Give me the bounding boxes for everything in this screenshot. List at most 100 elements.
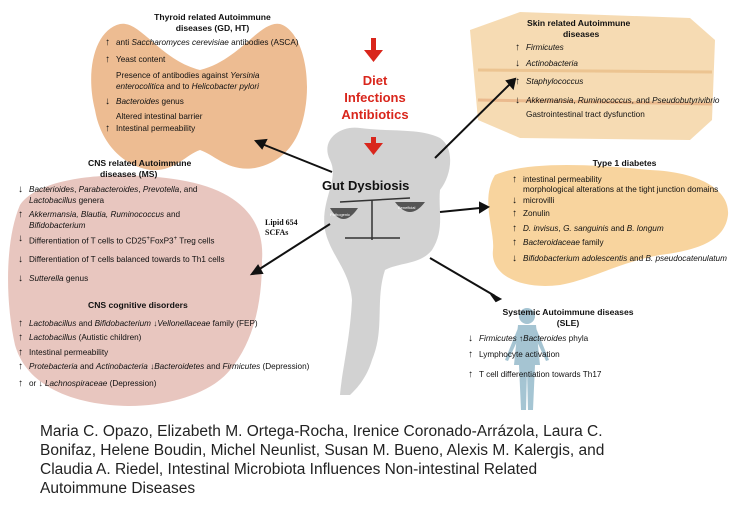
thyroid-item: ↑ Yeast content: [105, 53, 320, 66]
item-text: Helicobacter pylori: [191, 81, 259, 91]
item-text: ,: [74, 185, 79, 194]
up-arrow-icon: ↑: [105, 53, 110, 65]
item-text: and: [77, 362, 96, 371]
down-arrow-icon: ↓: [153, 318, 158, 328]
citation-line: Maria C. Opazo, Elizabeth M. Ortega-Roch…: [40, 423, 603, 440]
thyroid-item: Altered intestinal barrier: [105, 112, 320, 123]
item-text: (Autistic children): [76, 333, 142, 342]
sle-title-line1: Systemic Autoimmune diseases: [502, 307, 634, 317]
diet-label: Diet: [362, 73, 388, 88]
lipid-label: Lipid 654: [265, 218, 298, 227]
item-text: Lactobacillus: [29, 318, 77, 328]
item-text: and: [164, 210, 181, 219]
item-text: Treg cells: [177, 236, 215, 246]
cns-item: ↓Bacterioides, Parabacteroides, Prevotel…: [18, 185, 268, 206]
item-text: and: [608, 223, 627, 233]
item-text: , and: [631, 95, 653, 105]
pathogenic-label: Pathogenic: [330, 212, 351, 217]
skin-title-line1: Skin related Autoimmune: [527, 18, 631, 28]
balance-scale-illustration: [330, 197, 425, 240]
up-arrow-icon: ↑: [512, 222, 517, 234]
item-text: G. sanguinis: [563, 223, 609, 233]
item-text: Intestinal permeability: [116, 124, 196, 133]
up-arrow-icon: ↑: [18, 346, 23, 358]
item-text: Pseudobutyrivibrio: [652, 95, 720, 105]
cns-item: ↓Differentiation of T cells balanced tow…: [18, 255, 268, 266]
skin-item: ↑ Firmicutes: [515, 43, 725, 54]
item-text: Yeast content: [116, 54, 166, 64]
up-arrow-icon: ↑: [512, 208, 517, 219]
skin-title: Skin related Autoimmune diseases: [515, 18, 725, 39]
item-text: Altered intestinal barrier: [116, 111, 203, 121]
down-arrow-icon: ↓: [150, 362, 155, 371]
item-text: ,: [573, 95, 578, 105]
cognitive-box: CNS cognitive disorders ↑Lactobacillus a…: [18, 300, 338, 389]
cns-title: CNS related Autoimmune diseases (MS): [18, 158, 268, 179]
item-text: Sutterella: [29, 273, 64, 283]
scfas-label: SCFAs: [265, 228, 289, 237]
item-text: morphological alterations at the tight j…: [523, 185, 719, 194]
up-arrow-icon: ↑: [105, 37, 110, 48]
down-arrow-icon: ↓: [18, 254, 23, 266]
citation-line: Autoimmune Diseases: [40, 480, 196, 497]
t1d-item: ↑Zonulin: [512, 209, 737, 220]
skin-title-line2: diseases: [563, 28, 600, 39]
skin-item: ↑ Staphylococcus: [515, 77, 725, 88]
up-arrow-icon: ↑: [515, 42, 520, 53]
thyroid-title-line2: diseases (GD, HT): [175, 22, 250, 33]
item-text: Firmicutes: [526, 43, 564, 52]
item-text: +: [146, 236, 150, 242]
item-text: Bacteroidetes: [154, 362, 205, 371]
item-text: Bacterioides: [29, 185, 75, 194]
lipid-scfas-label: Lipid 654 SCFAs: [265, 218, 298, 238]
up-arrow-icon: ↑: [105, 123, 110, 134]
down-arrow-icon: ↓: [512, 194, 517, 206]
item-text: (Depression): [107, 378, 157, 388]
up-arrow-icon: ↑: [18, 377, 23, 389]
skin-box: Skin related Autoimmune diseases ↑ Firmic…: [515, 18, 725, 121]
up-arrow-icon: ↑: [18, 361, 23, 372]
sle-title: Systemic Autoimmune diseases (SLE): [468, 307, 668, 328]
item-text: family (FEP): [210, 318, 258, 328]
cns-title-line2: diseases (MS): [100, 168, 158, 179]
thyroid-box: Thyroid related Autoimmune diseases (GD,…: [105, 12, 320, 135]
item-text: Bacteroides: [523, 334, 567, 343]
item-text: Differentiation of T cells to CD25: [29, 236, 147, 246]
down-arrow-icon: ↓: [105, 96, 110, 107]
item-text: family: [579, 238, 604, 247]
cognitive-item: ↑Lactobacillus and Bifidobacterium ↓Vell…: [18, 317, 338, 330]
item-text: Bifidobacterium: [29, 220, 86, 230]
beneficial-label: Beneficial: [398, 205, 416, 210]
item-text: Saccharomyces cerevisiae: [131, 38, 229, 47]
item-text: Bacteroidaceae: [523, 238, 580, 247]
up-arrow-icon: ↑: [512, 173, 517, 185]
t1d-title: Type 1 diabetes: [592, 158, 657, 168]
item-text: D. invisus: [523, 223, 559, 233]
item-text: Vellonellaceae: [157, 318, 211, 328]
center-triggers: Diet Infections Antibiotics: [330, 72, 420, 123]
item-text: genus: [159, 97, 184, 106]
item-text: T cell differentiation towards Th17: [479, 370, 602, 379]
item-text: genus: [63, 273, 89, 283]
cns-item: ↓Sutterella genus: [18, 273, 268, 285]
down-arrow-icon: ↓: [515, 57, 520, 69]
item-text: and to: [164, 81, 192, 91]
item-text: enterocolitica: [116, 81, 165, 91]
cns-title-line1: CNS related Autoimmune: [88, 158, 192, 168]
cognitive-item: ↑Intestinal permeability: [18, 346, 338, 359]
up-arrow-icon: ↑: [18, 317, 23, 329]
human-body-illustration: [505, 308, 549, 410]
item-text: Lachnospiraceae: [44, 378, 108, 388]
infections-label: Infections: [344, 90, 406, 105]
t1d-item: ↓microvilli: [512, 194, 737, 207]
down-arrow-icon: ↓: [468, 333, 473, 344]
up-arrow-icon: ↑: [468, 348, 473, 360]
cognitive-item: ↑ or ↓ Lachnospiraceae (Depression): [18, 377, 338, 390]
up-arrow-icon: ↑: [515, 76, 520, 87]
up-arrow-icon: ↑: [18, 332, 23, 343]
item-text: Staphylococcus: [526, 77, 584, 86]
item-text: B. longum: [626, 223, 664, 233]
t1d-item: ↑D. invisus, G. sanguinis and B. longum: [512, 222, 737, 235]
item-text: and: [627, 253, 646, 263]
